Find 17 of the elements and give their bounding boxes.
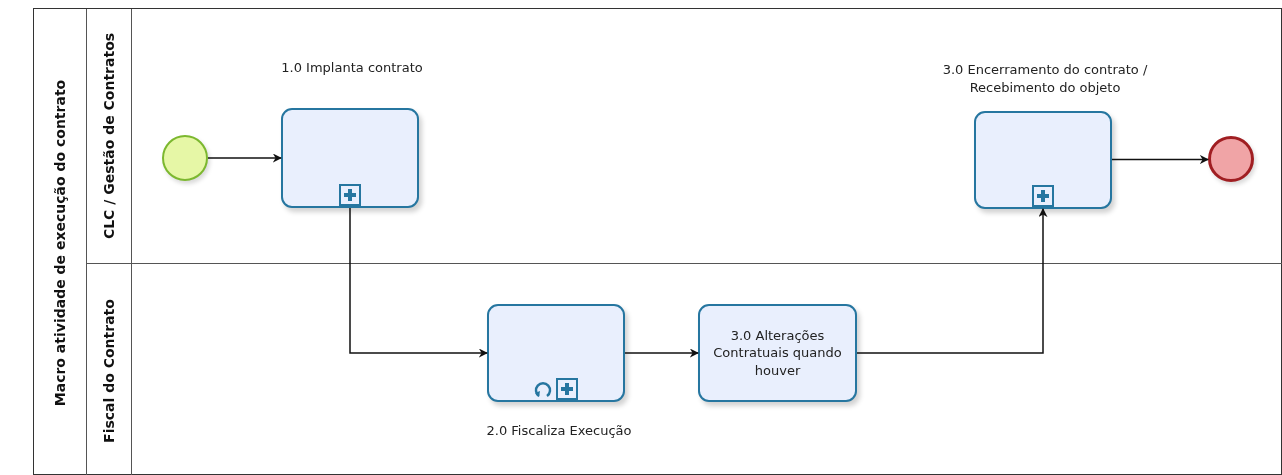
task-label: 2.0 Fiscaliza Execução (485, 422, 633, 440)
sequence-flow-arrow (349, 207, 488, 358)
lane-title: CLC / Gestão de Contratos (101, 32, 117, 240)
lane-title: Fiscal do Contrato (101, 298, 117, 443)
start-event-circle (162, 135, 208, 181)
end-event-circle (1208, 136, 1254, 182)
swimlane (86, 263, 1282, 475)
sequence-flow-arrow (856, 208, 1048, 354)
task-label: 3.0 Encerramento do contrato / Recebimento do objeto (941, 61, 1149, 97)
subprocess-box (698, 304, 857, 402)
sequence-flow-arrow (624, 348, 699, 358)
sequence-flow-arrow (207, 153, 282, 163)
sequence-flow-arrow (1111, 155, 1209, 164)
task-label: 1.0 Implanta contrato (280, 59, 424, 77)
pool-title: Macro atividade de execução do contrato (52, 79, 68, 406)
pool (33, 8, 1282, 475)
task-label: 3.0 Alterações Contratuais quando houver (712, 326, 843, 380)
